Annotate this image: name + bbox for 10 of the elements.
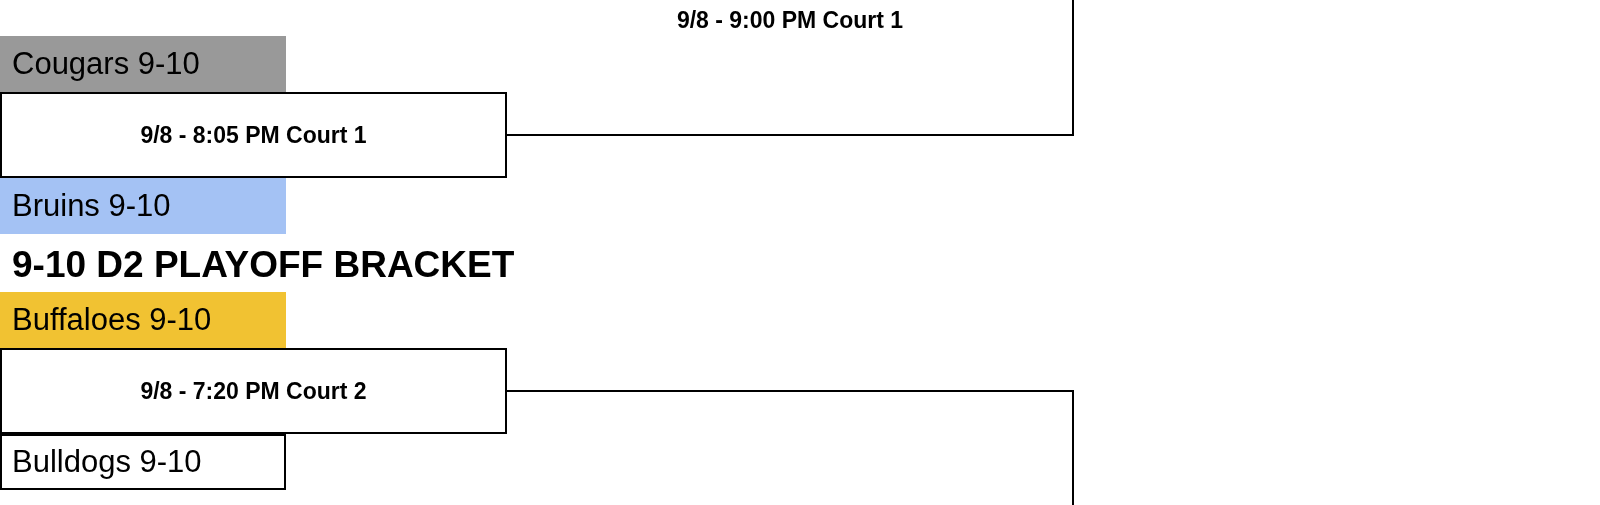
game-box: 9/8 - 8:05 PM Court 1 [0, 92, 507, 178]
team-box: Buffaloes 9-10 [0, 292, 286, 348]
team-box: Cougars 9-10 [0, 36, 286, 92]
team-box: Bulldogs 9-10 [0, 434, 286, 490]
game-schedule-label: 9/8 - 9:00 PM Court 1 [676, 6, 904, 34]
game-box: 9/8 - 7:20 PM Court 2 [0, 348, 507, 434]
bracket-line [506, 390, 1074, 505]
team-box: Bruins 9-10 [0, 178, 286, 234]
bracket-title: 9-10 D2 PLAYOFF BRACKET [12, 244, 515, 286]
bracket-line [506, 0, 1074, 136]
